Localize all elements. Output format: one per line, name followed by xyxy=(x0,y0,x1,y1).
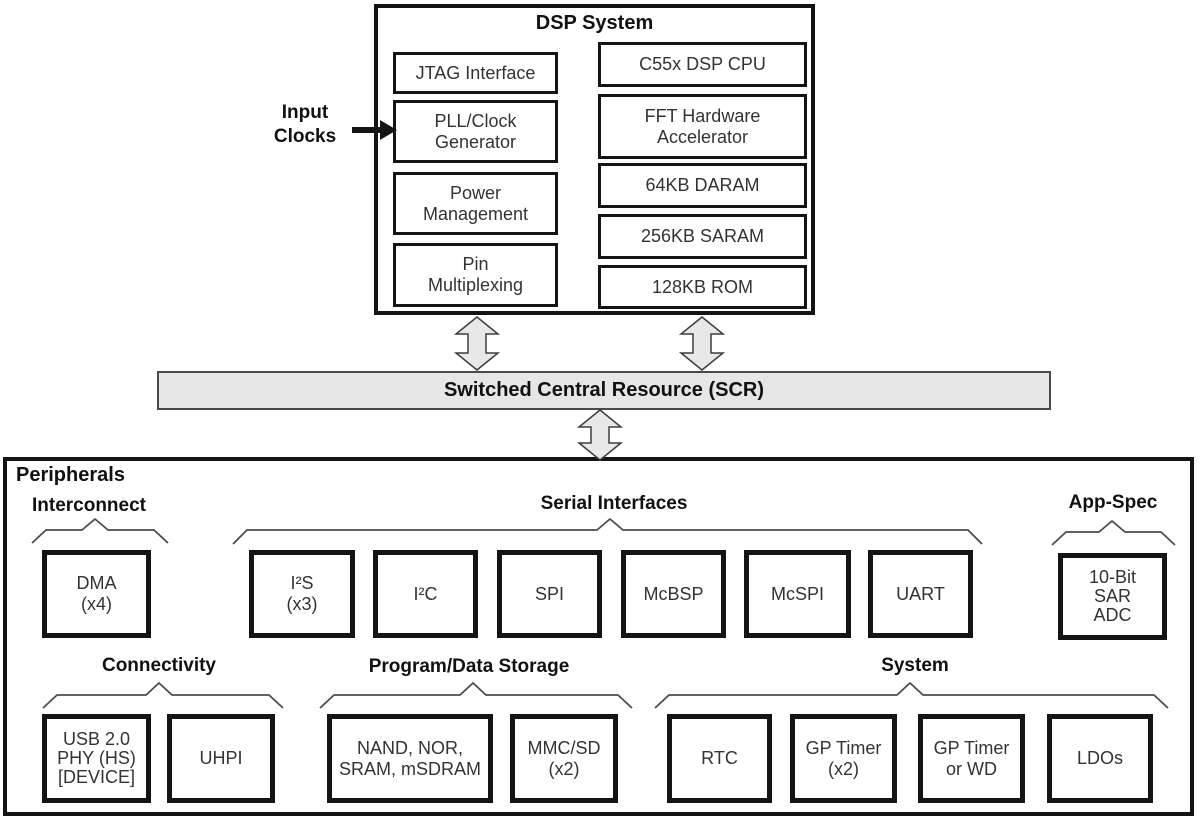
box-label: UART xyxy=(896,583,945,604)
box-pll-clock-generator: PLL/Clock Generator xyxy=(393,100,558,163)
dsp-system-title: DSP System xyxy=(535,12,654,34)
box-label: Management xyxy=(422,203,529,224)
box-label: (x2) xyxy=(828,758,859,779)
box-label: (x4) xyxy=(81,594,112,614)
box-mmc-sd: MMC/SD (x2) xyxy=(510,714,618,803)
box-dma: DMA (x4) xyxy=(42,550,151,638)
bidirectional-arrow-center xyxy=(576,409,624,461)
dsp-system-container: DSP System JTAG Interface PLL/Clock Gene… xyxy=(374,4,815,315)
box-label: 256KB SARAM xyxy=(640,226,765,246)
peripherals-title: Peripherals xyxy=(16,464,125,486)
box-gp-timer-or-wd: GP Timer or WD xyxy=(918,714,1025,803)
input-clocks-line: Clocks xyxy=(273,126,337,147)
box-label: NAND, NOR, xyxy=(356,737,463,758)
box-jtag-interface: JTAG Interface xyxy=(393,52,558,94)
box-label: Pin xyxy=(462,254,489,274)
box-label: PHY (HS) xyxy=(57,748,136,768)
box-nand-nor-sram-msdram: NAND, NOR, SRAM, mSDRAM xyxy=(327,714,493,803)
box-fft-hardware-accelerator: FFT Hardware Accelerator xyxy=(598,94,807,159)
group-header-serial-interfaces: Serial Interfaces xyxy=(540,493,688,514)
box-c55x-dsp-cpu: C55x DSP CPU xyxy=(598,42,807,87)
box-pin-multiplexing: Pin Multiplexing xyxy=(393,243,558,307)
group-header-connectivity: Connectivity xyxy=(101,655,217,676)
box-label: PLL/Clock xyxy=(434,110,517,131)
box-label: SAR xyxy=(1093,586,1131,606)
bidirectional-arrow-left xyxy=(453,316,501,371)
group-header-app-spec: App-Spec xyxy=(1068,492,1158,513)
box-label: I²C xyxy=(413,583,438,604)
box-label: Multiplexing xyxy=(427,275,524,295)
box-rtc: RTC xyxy=(667,714,772,803)
box-label: Generator xyxy=(434,131,517,152)
box-mcbsp: McBSP xyxy=(621,550,726,638)
box-label: (x2) xyxy=(548,758,580,779)
box-label: 10-Bit xyxy=(1088,567,1137,587)
box-label: FFT Hardware xyxy=(644,105,761,126)
box-label: RTC xyxy=(701,748,738,768)
box-label: C55x DSP CPU xyxy=(639,54,766,74)
input-clocks-line: Input xyxy=(281,102,329,123)
box-label: SRAM, mSDRAM xyxy=(338,758,481,779)
box-label: I²S xyxy=(290,573,314,593)
box-label: or WD xyxy=(946,758,997,779)
box-label: 64KB DARAM xyxy=(645,175,760,195)
bidirectional-arrow-right xyxy=(678,316,726,371)
box-label: UHPI xyxy=(199,748,243,768)
box-gp-timer-x2: GP Timer (x2) xyxy=(790,714,897,803)
input-clocks-label: Input Clocks xyxy=(245,101,365,149)
box-label: [DEVICE] xyxy=(57,767,136,787)
box-power-management: Power Management xyxy=(393,172,558,235)
box-uhpi: UHPI xyxy=(167,714,275,803)
box-label: MMC/SD xyxy=(527,737,601,758)
scr-bar: Switched Central Resource (SCR) xyxy=(157,371,1051,410)
box-label: LDOs xyxy=(1076,748,1123,768)
group-header-program-data-storage: Program/Data Storage xyxy=(368,656,570,677)
group-header-interconnect: Interconnect xyxy=(31,495,147,516)
box-label: Power xyxy=(449,182,502,203)
scr-label: Switched Central Resource (SCR) xyxy=(443,379,765,401)
box-64kb-daram: 64KB DARAM xyxy=(598,163,807,208)
box-usb2-phy: USB 2.0 PHY (HS) [DEVICE] xyxy=(42,714,151,803)
box-256kb-saram: 256KB SARAM xyxy=(598,214,807,259)
group-header-system: System xyxy=(881,655,949,676)
box-label: (x3) xyxy=(286,594,318,614)
box-label: JTAG Interface xyxy=(415,62,536,83)
peripherals-container: Peripherals Interconnect Serial Interfac… xyxy=(3,457,1194,816)
box-label: McBSP xyxy=(643,583,704,604)
box-128kb-rom: 128KB ROM xyxy=(598,265,807,309)
box-label: 128KB ROM xyxy=(651,276,754,297)
box-label: Accelerator xyxy=(656,126,749,147)
box-uart: UART xyxy=(868,550,973,638)
box-label: DMA xyxy=(76,573,117,593)
box-label: GP Timer xyxy=(933,737,1010,758)
box-label: USB 2.0 xyxy=(62,729,131,749)
box-ldos: LDOs xyxy=(1047,714,1153,803)
box-10bit-sar-adc: 10-Bit SAR ADC xyxy=(1058,553,1167,640)
box-mcspi: McSPI xyxy=(744,550,851,638)
box-label: SPI xyxy=(534,583,564,604)
box-label: GP Timer xyxy=(805,737,882,758)
box-label: McSPI xyxy=(770,583,824,604)
box-label: ADC xyxy=(1093,605,1132,625)
box-spi: SPI xyxy=(497,550,602,638)
box-i2s: I²S (x3) xyxy=(249,550,355,638)
box-i2c: I²C xyxy=(373,550,478,638)
